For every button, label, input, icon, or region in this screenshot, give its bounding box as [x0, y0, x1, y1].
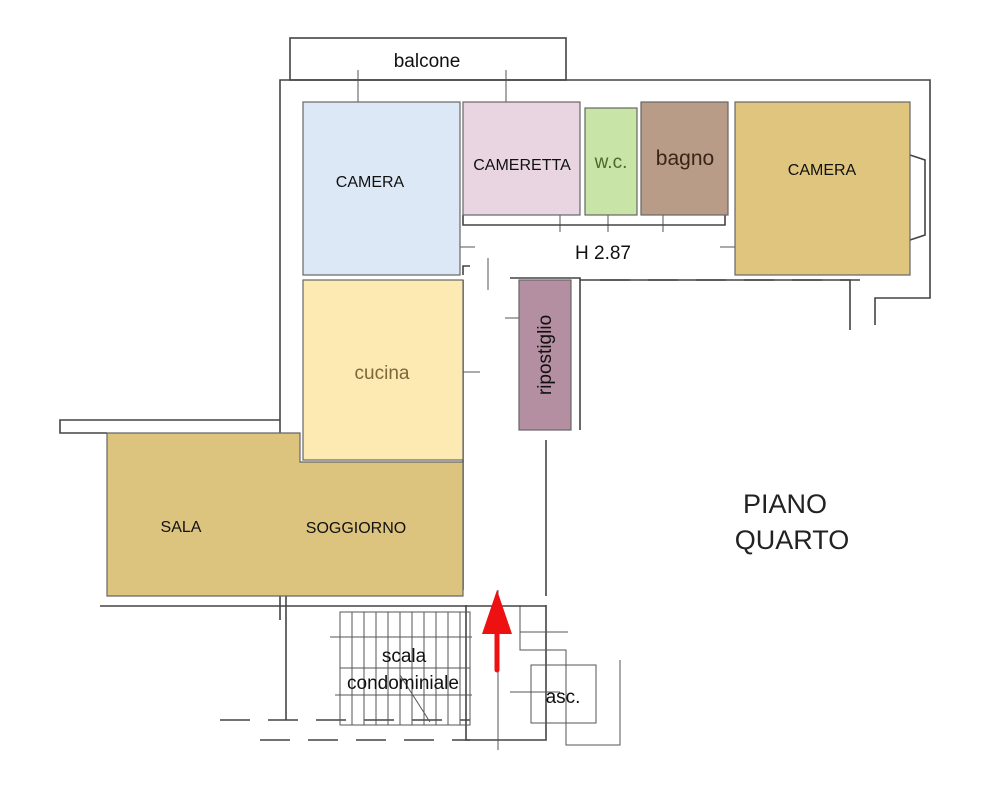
room-sala-soggiorno[interactable] — [106, 432, 464, 597]
elevator — [530, 664, 597, 724]
label-bagno: bagno — [656, 147, 714, 170]
entrance-arrow-icon — [482, 590, 512, 673]
label-scala: scala — [382, 646, 427, 667]
room-bagno[interactable] — [640, 101, 729, 216]
label-wc: w.c. — [594, 152, 628, 173]
room-cameretta[interactable] — [462, 101, 581, 216]
rooms — [106, 101, 911, 597]
label-condominiale: condominiale — [347, 673, 459, 694]
label-camera-right: CAMERA — [788, 162, 857, 179]
label-sala: SALA — [161, 519, 202, 536]
label-balcone: balcone — [394, 51, 461, 72]
floor-title-line2: QUARTO — [735, 525, 850, 555]
label-soggiorno: SOGGIORNO — [306, 520, 406, 537]
walls — [59, 37, 931, 750]
floor-title-line1: PIANO — [743, 489, 827, 519]
stairs — [330, 611, 597, 726]
label-ascensore: asc. — [546, 687, 581, 708]
label-ceiling-height: H 2.87 — [575, 243, 631, 264]
room-camera-left[interactable] — [302, 101, 461, 276]
label-cucina: cucina — [355, 363, 410, 384]
room-ripostiglio[interactable] — [518, 279, 572, 431]
room-cucina[interactable] — [302, 279, 464, 461]
label-ripostiglio: ripostiglio — [535, 315, 556, 395]
room-camera-right[interactable] — [734, 101, 911, 276]
room-wc[interactable] — [584, 107, 638, 216]
label-camera-left: CAMERA — [336, 174, 405, 191]
label-cameretta: CAMERETTA — [473, 157, 571, 174]
